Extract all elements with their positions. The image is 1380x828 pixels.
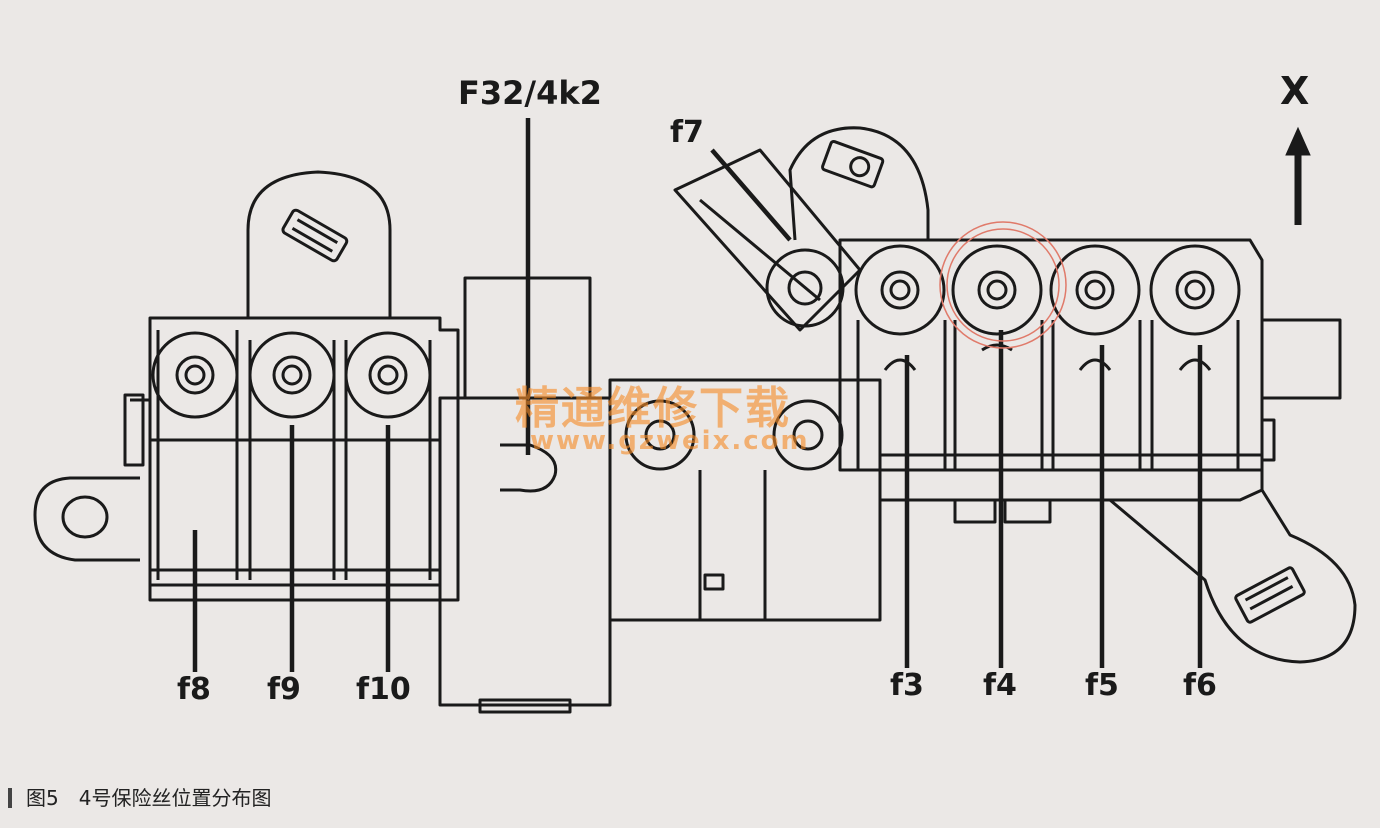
label-x: X	[1280, 69, 1310, 113]
label-f10: f10	[356, 672, 411, 707]
f4-highlight	[939, 221, 1067, 349]
left-mount-hole	[61, 495, 109, 539]
fuse-f9-body	[248, 331, 336, 580]
caption-figure-number: 图5	[26, 786, 59, 810]
direction-arrow	[1285, 126, 1311, 225]
label-f6: f6	[1183, 668, 1217, 703]
label-f8: f8	[177, 672, 211, 707]
leader-f7	[710, 148, 792, 242]
label-f7: f7	[670, 115, 704, 150]
mid-connector	[608, 378, 882, 622]
left-fuse-block	[148, 316, 460, 602]
fuse-f10-body	[344, 331, 432, 580]
caption-text: 4号保险丝位置分布图	[78, 786, 272, 810]
label-f32: F32/4k2	[458, 74, 602, 112]
f7-strap	[673, 148, 862, 332]
fuse-f4-body	[951, 244, 1044, 470]
watermark-url: www.gzweix.com	[530, 426, 810, 456]
figure-caption: 图5 4号保险丝位置分布图	[8, 782, 271, 811]
fuse-f6-body	[1149, 244, 1241, 470]
left-top-lug	[246, 170, 392, 318]
watermark-chinese: 精通维修下载	[515, 383, 791, 434]
right-top-lug	[788, 126, 930, 241]
caption-bar	[8, 788, 12, 808]
left-mount-tab	[33, 476, 140, 562]
fuse-f5-body	[1049, 244, 1142, 470]
fuse-f3-body	[854, 244, 947, 470]
fuse-f8-body	[151, 330, 239, 580]
label-f3: f3	[890, 668, 924, 703]
label-f5: f5	[1085, 668, 1119, 703]
label-f4: f4	[983, 668, 1017, 703]
right-fuse-block	[838, 238, 1264, 502]
right-bottom-lug	[1109, 489, 1357, 664]
label-f9: f9	[267, 672, 301, 707]
